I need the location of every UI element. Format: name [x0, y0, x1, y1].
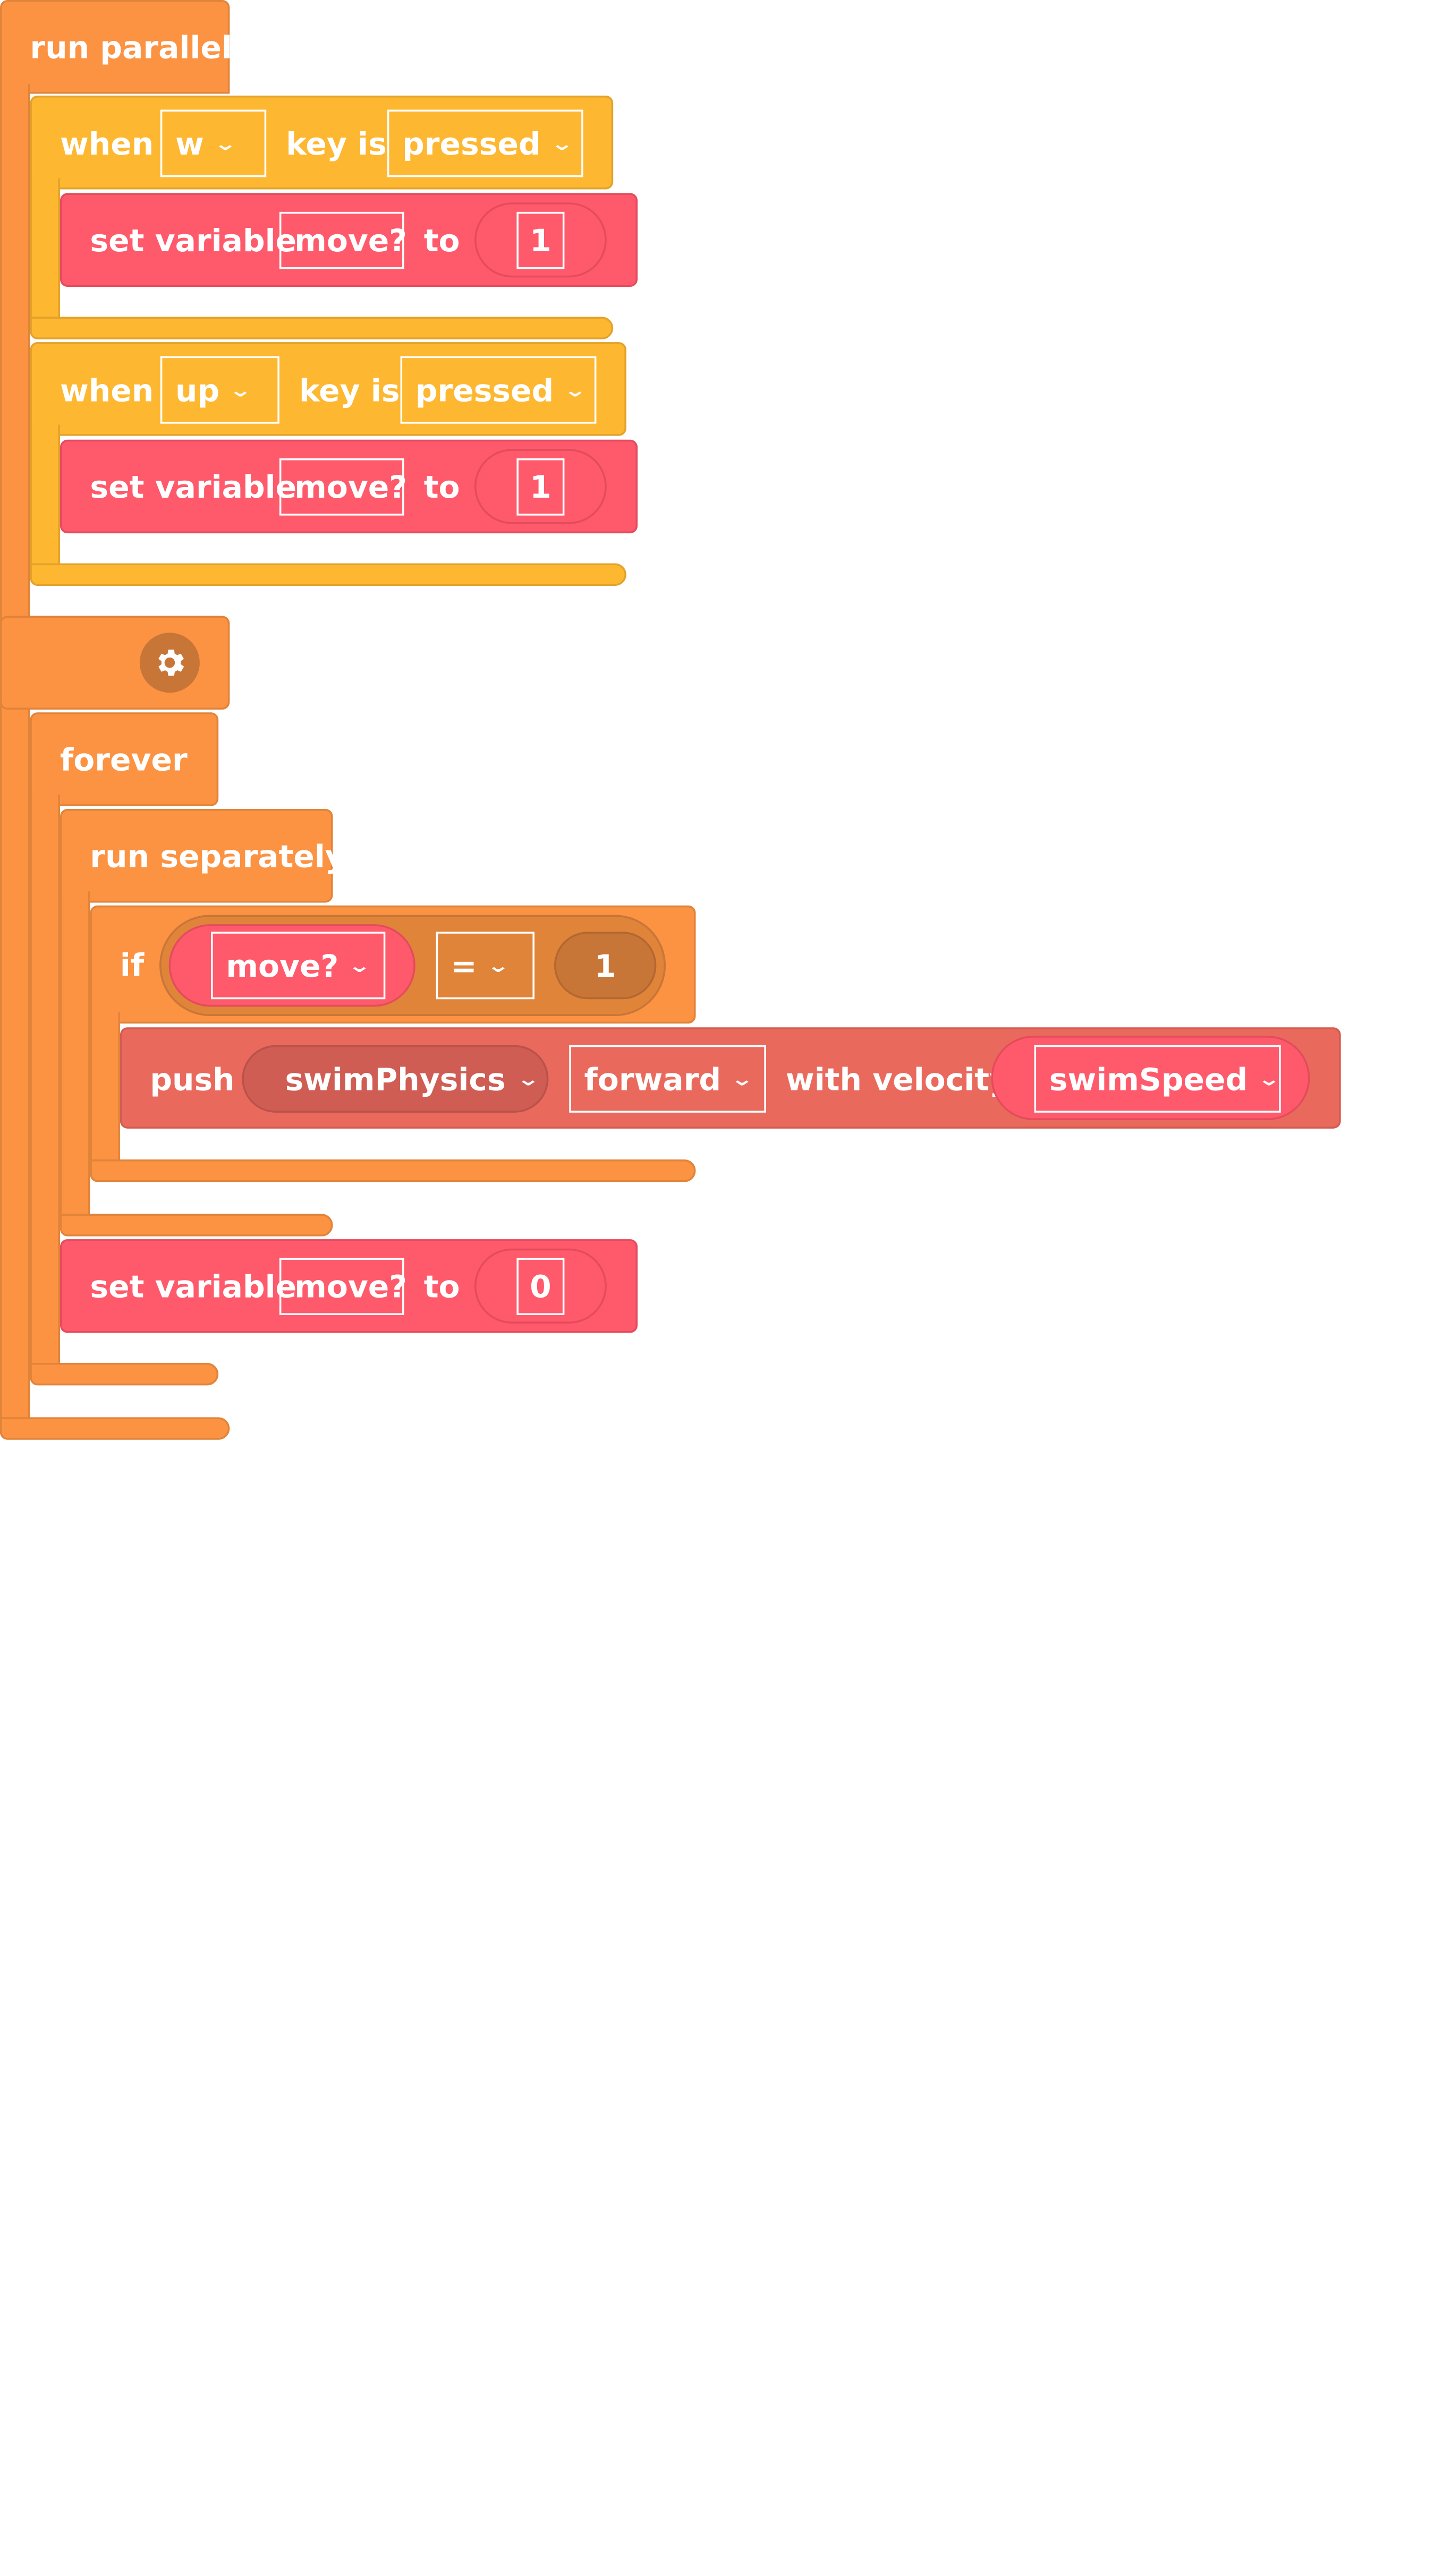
push-label: push	[150, 1061, 235, 1098]
value-input[interactable]: 0	[516, 1258, 565, 1316]
to-label: to	[423, 468, 460, 506]
direction-dropdown[interactable]: forward ⌄	[569, 1045, 766, 1113]
when-up-foot	[30, 563, 626, 586]
velocity-dropdown[interactable]: swimSpeed ⌄	[1034, 1045, 1281, 1113]
run-parallel-arm	[0, 84, 30, 1435]
key-dropdown[interactable]: up ⌄	[160, 356, 279, 424]
forever-arm	[30, 795, 60, 1378]
operator-value: =	[451, 947, 477, 984]
to-label: to	[423, 1268, 460, 1305]
set-variable-label: set variable	[90, 468, 297, 506]
key-value: up	[175, 371, 220, 408]
key-dropdown[interactable]: w⌄	[160, 109, 267, 177]
chevron-down-icon: ⌄	[486, 954, 510, 977]
to-label: to	[423, 222, 460, 259]
chevron-down-icon: ⌄	[213, 132, 237, 155]
variable-field[interactable]: move?	[279, 1258, 408, 1316]
object-dropdown[interactable]: swimPhysics ⌄	[242, 1045, 549, 1113]
set-variable-label: set variable	[90, 222, 297, 259]
run-parallel-label: run parallel	[30, 29, 232, 66]
gear-icon	[158, 650, 184, 676]
forever-label: forever	[60, 741, 188, 778]
value-slot	[474, 1248, 607, 1324]
key-state-dropdown[interactable]: pressed ⌄	[400, 356, 597, 424]
set-variable-label: set variable	[90, 1268, 297, 1305]
condition-variable-pill	[168, 924, 415, 1007]
variable-name: move?	[294, 222, 408, 259]
when-w-foot	[30, 317, 614, 339]
run-separately-label: run separately	[90, 838, 345, 875]
key-state-dropdown[interactable]: pressed ⌄	[387, 109, 583, 177]
forever-foot	[30, 1363, 219, 1386]
chevron-down-icon: ⌄	[1257, 1068, 1280, 1090]
direction-value: forward	[584, 1060, 722, 1097]
value-text: 1	[530, 468, 551, 506]
chevron-down-icon: ⌄	[563, 378, 587, 402]
chevron-down-icon: ⌄	[228, 378, 252, 402]
chevron-down-icon: ⌄	[549, 132, 574, 155]
when-w-arm	[30, 178, 60, 328]
when-label: when	[60, 125, 154, 163]
value-text: 1	[530, 222, 551, 259]
run-separately-arm	[60, 891, 90, 1229]
if-label: if	[120, 946, 145, 984]
value-text: 0	[530, 1268, 551, 1305]
value-slot	[474, 449, 607, 524]
condition-value: 1	[594, 947, 616, 984]
run-parallel-block[interactable]	[0, 0, 230, 94]
chevron-down-icon: ⌄	[516, 1068, 540, 1090]
key-value: w	[175, 125, 204, 162]
when-up-arm	[30, 424, 60, 575]
when-label: when	[60, 372, 154, 409]
condition-variable: move?	[226, 947, 339, 984]
with-velocity-label: with velocity	[785, 1061, 1009, 1098]
chevron-down-icon: ⌄	[730, 1068, 754, 1090]
variable-name: move?	[294, 468, 408, 506]
key-state-value: pressed	[415, 371, 554, 408]
key-is-label: key is	[299, 372, 400, 409]
velocity-slot	[991, 1036, 1310, 1120]
condition-value-pill[interactable]: 1	[554, 932, 657, 1000]
key-is-label: key is	[286, 125, 387, 163]
gear-button[interactable]	[139, 633, 200, 693]
operator-dropdown[interactable]: =⌄	[436, 932, 534, 1000]
variable-field[interactable]: move?	[279, 211, 408, 269]
value-slot	[474, 202, 607, 278]
variable-name: move?	[294, 1268, 408, 1305]
run-separately-block[interactable]	[60, 809, 333, 903]
condition-variable-dropdown[interactable]: move? ⌄	[211, 932, 386, 1000]
velocity-value: swimSpeed	[1049, 1060, 1248, 1097]
object-value: swimPhysics	[285, 1060, 506, 1097]
run-parallel-foot	[0, 1417, 230, 1440]
chevron-down-icon: ⌄	[347, 954, 371, 977]
variable-field[interactable]: move?	[279, 458, 408, 516]
value-input[interactable]: 1	[516, 458, 565, 516]
value-input[interactable]: 1	[516, 211, 565, 269]
key-state-value: pressed	[402, 125, 541, 162]
if-foot	[90, 1159, 696, 1182]
run-separately-foot	[60, 1214, 333, 1236]
forever-block[interactable]	[30, 712, 219, 806]
if-arm	[90, 1012, 120, 1172]
